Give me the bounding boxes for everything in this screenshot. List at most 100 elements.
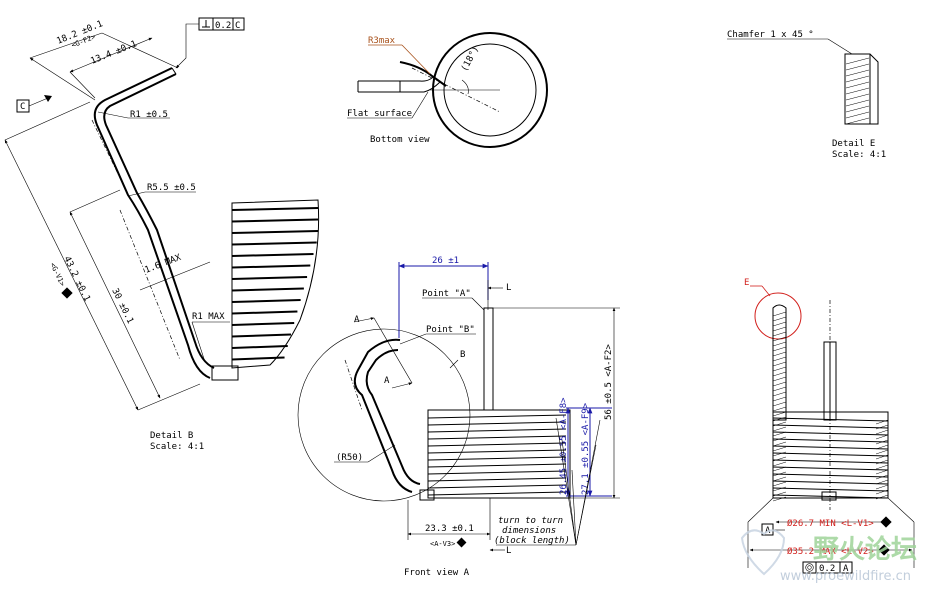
watermark-chinese: 野火论坛 (813, 535, 917, 565)
coil-turn (427, 435, 567, 440)
hatch-line (772, 461, 787, 467)
hatch-line (772, 381, 787, 387)
coil-turn (427, 477, 567, 482)
hatch-line (772, 366, 787, 372)
coil-turn (772, 487, 889, 492)
coil-turn (231, 310, 298, 315)
coil-turn (772, 466, 889, 471)
coil-turn (772, 452, 889, 457)
detail-e-view: Chamfer 1 x 45 ° Detail E Scale: 4:1 (727, 30, 886, 160)
bottom-view: (18°) R3max Flat surface Bottom view (347, 32, 548, 148)
coil-turn (427, 421, 567, 426)
coil-turn (231, 207, 319, 211)
hatch-line (772, 481, 787, 487)
datum-c-label: C (20, 102, 25, 112)
hatch-line (845, 81, 870, 89)
coil-turn (427, 442, 567, 447)
coil-bundle-detail-b (211, 199, 320, 381)
coil-turn (231, 299, 301, 303)
coil-turn (231, 356, 285, 361)
detail-b-scale: Scale: 4:1 (150, 442, 204, 452)
detail-e-marker: E (744, 278, 749, 288)
front-view-a: 26 ±1 L Point "A" Point "B" A A B (R50) (297, 256, 620, 578)
section-a-2: A (384, 376, 390, 386)
hatch-line (772, 451, 787, 457)
hatch-line (772, 476, 787, 482)
hatch-line (772, 391, 787, 397)
coil-turn (427, 484, 567, 489)
hatch-line (845, 99, 870, 107)
coil-turn (231, 264, 311, 269)
hatch-line (845, 111, 870, 119)
coil-turn (427, 414, 567, 419)
dim-23-3: 23.3 ±0.1 (425, 524, 474, 534)
dim-min: Ø26.7 MIN <L-V1> (787, 518, 874, 529)
coil-turn (231, 322, 295, 326)
flat-surface-label: Flat surface (347, 109, 412, 119)
detail-e-hatch (845, 57, 870, 125)
dim-56: 56 ±0.5 <A-F2> (604, 344, 614, 420)
concentricity-control-frame: 0.2 A (802, 561, 853, 574)
coil-turn (231, 333, 292, 338)
coil-turn (427, 449, 567, 454)
hatch-line (772, 411, 787, 417)
dim-max: Ø35.2 MAX <L-V2> (787, 546, 874, 557)
hatch-line (772, 441, 787, 447)
concentricity-value: 0.2 (819, 564, 835, 574)
coil-turn (427, 470, 567, 475)
hatch-line (772, 486, 787, 492)
hatch-line (875, 459, 889, 465)
dim-43-2-ref: <G-V1> (48, 261, 66, 287)
hatch-line (772, 386, 787, 392)
hatch-line (772, 336, 787, 342)
coil-turn (231, 287, 304, 292)
hatch-line (772, 396, 787, 402)
coil-turn (231, 253, 314, 257)
coil-turn (772, 417, 889, 422)
coil-turn (427, 463, 567, 468)
hatch-line (772, 426, 787, 432)
hatch-line (845, 75, 870, 83)
hatch-line (845, 117, 870, 125)
hatch-line (845, 57, 870, 65)
hatch-line (772, 311, 787, 317)
r3max-label: R3max (368, 36, 396, 46)
hatch-line (875, 424, 889, 430)
hatch-line (772, 316, 787, 322)
coil-turn (772, 424, 889, 429)
coil-turn (772, 438, 889, 443)
coil-turn (231, 345, 288, 349)
coil-turn (231, 230, 319, 234)
hatch-line (845, 87, 870, 95)
hatch-line (772, 406, 787, 412)
hatch-line (845, 105, 870, 113)
flatness-control-frame: 0.2 C (175, 17, 245, 69)
key-characteristic-diamond-b (61, 287, 73, 299)
bottom-angle: (18°) (460, 45, 482, 74)
watermark-url: www.proewildfire.cn (780, 569, 911, 584)
dim-27-1: 27.1 ±0.55 <A-F9> (581, 402, 591, 495)
hatch-line (875, 449, 889, 455)
coil-turn (772, 445, 889, 450)
hatch-line (772, 361, 787, 367)
chamfer-label: Chamfer 1 x 45 ° (727, 30, 814, 40)
coil-turn (427, 456, 567, 461)
hatch-line (772, 326, 787, 332)
coil-turn (427, 428, 567, 433)
detail-e-scale: Scale: 4:1 (832, 150, 886, 160)
key-characteristic-diamond-front (456, 537, 467, 548)
hatch-line (845, 69, 870, 77)
concentricity-datum: A (843, 564, 849, 574)
dim-23-3-ref: <A-V3> (430, 540, 455, 548)
datum-c-symbol: C (16, 95, 52, 113)
hatch-line (875, 469, 889, 475)
coil-turn (231, 218, 319, 223)
detail-b-view: 18.2 ±0.1 <G-F2> 13.4 ±0.1 0.2 C C (4, 17, 320, 452)
label-l-top: L (506, 283, 511, 293)
hatch-line (772, 341, 787, 347)
key-characteristic-diamond-side-2 (878, 544, 890, 556)
point-a-label: Point "A" (422, 289, 471, 299)
hatch-line (875, 434, 889, 440)
hatch-line (772, 321, 787, 327)
